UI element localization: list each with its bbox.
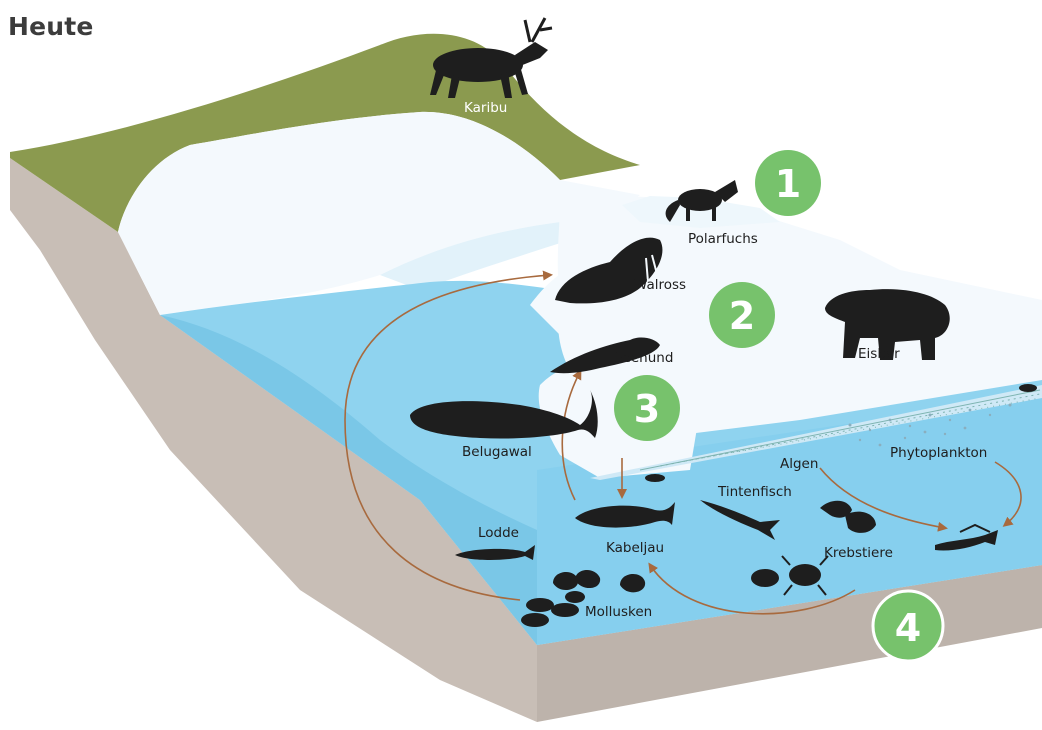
label-karibu: Karibu — [464, 100, 507, 116]
label-mollusken: Mollusken — [585, 604, 652, 620]
label-belugawal: Belugawal — [462, 444, 532, 460]
label-tintenfisch: Tintenfisch — [717, 484, 792, 500]
marker-2-label: 2 — [729, 294, 755, 338]
label-kabeljau: Kabeljau — [606, 540, 664, 556]
label-eisbaer: Eisbär — [858, 346, 900, 362]
marker-1-label: 1 — [775, 162, 801, 206]
label-lodde: Lodde — [478, 525, 519, 541]
label-walross: Walross — [634, 277, 686, 293]
label-phytoplankton: Phytoplankton — [890, 445, 987, 461]
marker-1: 1 — [755, 150, 821, 216]
marker-4: 4 — [873, 591, 943, 661]
label-seehund: Seehund — [614, 350, 673, 366]
marker-3-label: 3 — [634, 387, 660, 431]
marker-2: 2 — [709, 282, 775, 348]
page-title: Heute — [8, 12, 94, 41]
marker-3: 3 — [614, 375, 680, 441]
marker-4-label: 4 — [895, 606, 921, 650]
label-algen: Algen — [780, 456, 818, 472]
label-krebstiere: Krebstiere — [824, 545, 893, 561]
label-polarfuchs: Polarfuchs — [688, 231, 758, 247]
